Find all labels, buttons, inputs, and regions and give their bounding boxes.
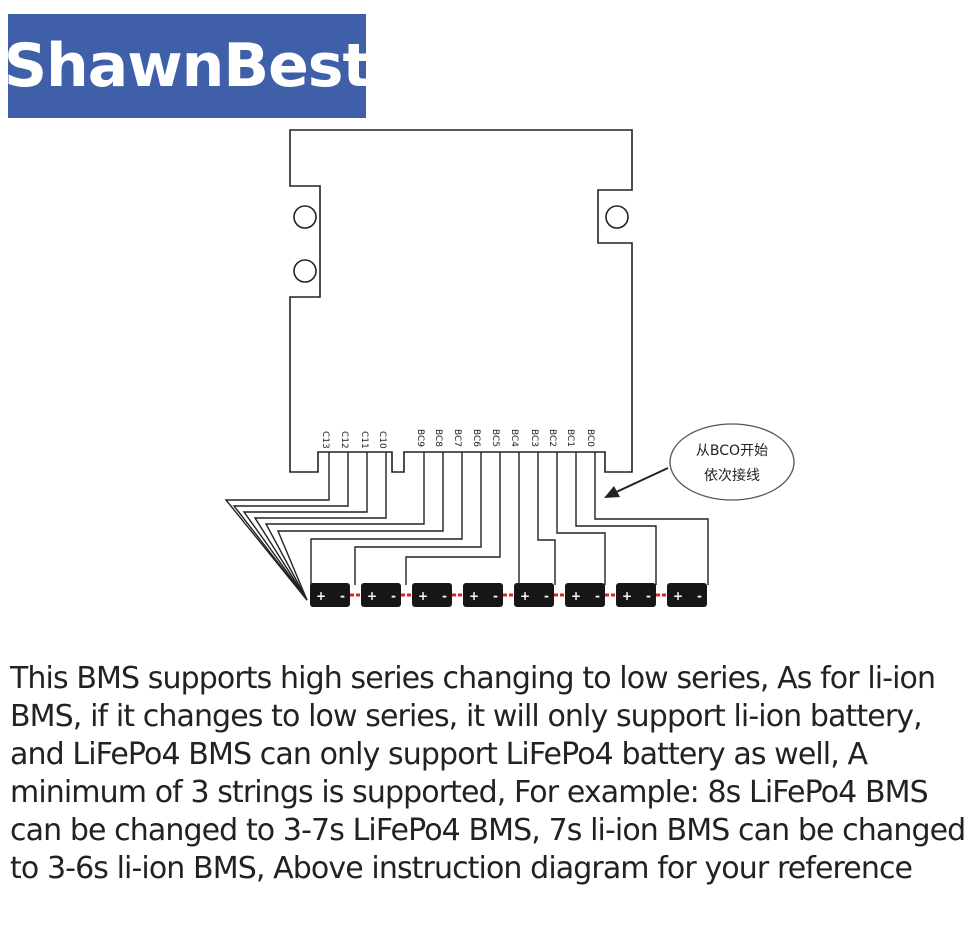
svg-text:-: - xyxy=(391,589,396,603)
wire-c12 xyxy=(232,452,349,601)
bms-board-outline xyxy=(289,129,633,473)
mounting-hole xyxy=(605,205,629,229)
svg-text:+: + xyxy=(571,589,581,603)
pin-label-bc8: BC8 xyxy=(433,429,443,447)
pin-label-bc9: BC9 xyxy=(415,429,425,447)
balance-wires xyxy=(224,452,709,601)
pin-label-bc7: BC7 xyxy=(452,429,462,447)
svg-text:-: - xyxy=(340,589,345,603)
svg-text:+: + xyxy=(622,589,632,603)
pin-label-bc4: BC4 xyxy=(509,429,519,447)
wire-bc8 xyxy=(276,452,444,601)
battery-cell: +- xyxy=(412,583,452,607)
pin-label-bc5: BC5 xyxy=(490,429,500,447)
wire-bc1 xyxy=(575,452,657,585)
callout-line-2: 依次接线 xyxy=(704,467,760,484)
brand-logo: ShawnBest xyxy=(4,14,371,118)
instruction-line: minimum of 3 strings is supported, For e… xyxy=(10,775,929,810)
pin-label-bc0: BC0 xyxy=(585,429,595,447)
pin-labels: C13 C12 C11 C10 BC9 BC8 BC7 BC6 BC5 BC4 … xyxy=(320,429,595,449)
wire-bc9 xyxy=(264,452,425,601)
instruction-text: This BMS supports high series changing t… xyxy=(10,660,965,888)
callout-bubble xyxy=(669,423,795,501)
brand-logo-text: ShawnBest xyxy=(3,31,371,101)
svg-text:-: - xyxy=(442,589,447,603)
svg-text:+: + xyxy=(469,589,479,603)
svg-text:+: + xyxy=(418,589,428,603)
svg-text:-: - xyxy=(595,589,600,603)
battery-cell: +- xyxy=(310,583,350,607)
wire-c11 xyxy=(242,452,368,601)
wire-bc2 xyxy=(556,452,606,585)
instruction-line: This BMS supports high series changing t… xyxy=(10,661,936,696)
svg-text:+: + xyxy=(367,589,377,603)
wire-bc3 xyxy=(537,452,556,585)
pin-label-bc6: BC6 xyxy=(471,429,481,447)
callout-line-1: 从BCO开始 xyxy=(696,443,768,459)
instruction-line: can be changed to 3-7s LiFePo4 BMS, 7s l… xyxy=(10,813,965,848)
battery-cell: +- xyxy=(565,583,605,607)
svg-text:+: + xyxy=(673,589,683,603)
svg-text:-: - xyxy=(697,589,702,603)
battery-cells: +- +- +- +- +- +- +- +- xyxy=(310,583,707,607)
svg-text:-: - xyxy=(646,589,651,603)
instruction-line: BMS, if it changes to low series, it wil… xyxy=(10,699,923,734)
svg-text:-: - xyxy=(493,589,498,603)
battery-cell: +- xyxy=(514,583,554,607)
mounting-hole xyxy=(293,259,317,283)
pin-label-c13: C13 xyxy=(320,431,330,449)
battery-cell: +- xyxy=(463,583,503,607)
svg-text:+: + xyxy=(316,589,326,603)
battery-cell: +- xyxy=(667,583,707,607)
wire-c10 xyxy=(253,452,387,601)
wire-bc6 xyxy=(354,452,482,585)
wire-bc7 xyxy=(310,452,463,585)
pin-label-bc2: BC2 xyxy=(547,429,557,447)
pin-label-bc1: BC1 xyxy=(565,429,575,447)
svg-text:-: - xyxy=(544,589,549,603)
pin-label-c10: C10 xyxy=(377,431,387,449)
instruction-line: and LiFePo4 BMS can only support LiFePo4… xyxy=(10,737,868,772)
pin-label-bc3: BC3 xyxy=(529,429,539,447)
mounting-hole xyxy=(293,205,317,229)
instruction-line: to 3-6s li-ion BMS, Above instruction di… xyxy=(10,851,913,886)
wire-bc5 xyxy=(405,452,501,585)
callout-arrow xyxy=(611,467,669,495)
pin-label-c11: C11 xyxy=(359,431,369,449)
callout-arrowhead xyxy=(604,486,620,498)
battery-cell: +- xyxy=(616,583,656,607)
wire-bc0 xyxy=(594,452,709,585)
bms-wiring-diagram: C13 C12 C11 C10 BC9 BC8 BC7 BC6 BC5 BC4 … xyxy=(224,129,795,607)
wire-c13 xyxy=(224,452,330,601)
svg-text:+: + xyxy=(520,589,530,603)
pin-label-c12: C12 xyxy=(339,431,349,449)
battery-cell: +- xyxy=(361,583,401,607)
